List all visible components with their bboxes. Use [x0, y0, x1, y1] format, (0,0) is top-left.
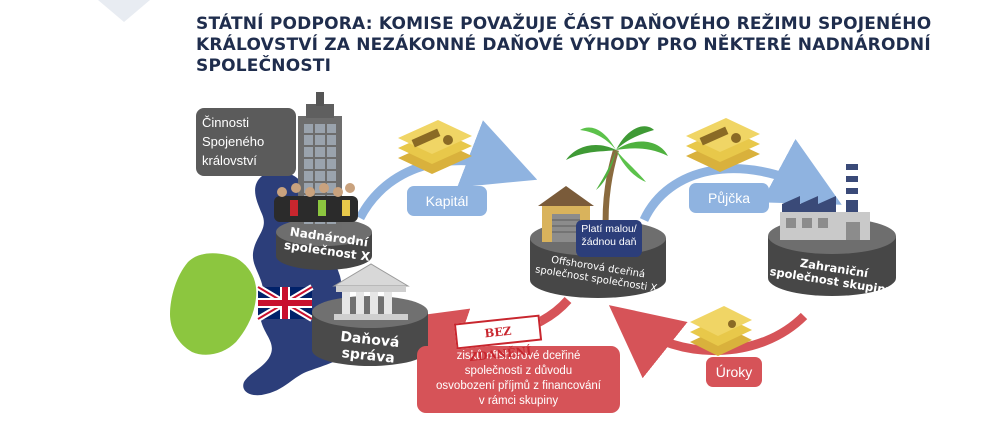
interest-pill: Úroky: [706, 357, 762, 387]
exemption-note-line: zisků offshorové dceřiné: [457, 350, 581, 362]
page-title: STÁTNÍ PODPORA: KOMISE POVAŽUJE ČÁST DAŇ…: [196, 14, 932, 77]
euro-banknote-stack-icon: [690, 306, 752, 356]
euro-banknote-stack-icon: [398, 120, 472, 174]
exemption-note-line: v rámci skupiny: [478, 395, 559, 407]
exemption-note-line: společnosti z důvodu: [464, 365, 573, 377]
loan-pill: Půjčka: [689, 183, 769, 213]
uk-activities-label: Činnosti Spojeného království: [202, 113, 292, 170]
bank-building-icon: [332, 263, 410, 320]
euro-banknote-stack-icon: [686, 118, 760, 172]
exemption-note: zisků offshorové dceřiné společnosti z d…: [417, 346, 620, 413]
uk-activities-line: Spojeného: [202, 134, 265, 149]
capital-pill: Kapitál: [407, 186, 487, 216]
corner-notch: [98, 0, 150, 22]
exemption-note-line: osvobození příjmů z financování: [436, 380, 601, 392]
low-tax-badge-line: žádnou daň: [581, 236, 637, 248]
title-line: STÁTNÍ PODPORA: KOMISE POVAŽUJE ČÁST DAŇ…: [196, 14, 932, 34]
low-tax-badge-line: Platí malou/: [581, 223, 637, 235]
uk-activities-line: Činnosti: [202, 115, 249, 130]
uk-activities-line: království: [202, 153, 257, 168]
loan-flow-arrow: [639, 138, 842, 223]
uk-flag-icon: [256, 284, 314, 322]
uk-activities-box: [196, 108, 296, 176]
title-line: SPOLEČNOSTI: [196, 56, 332, 76]
title-line: KRÁLOVSTVÍ ZA NEZÁKONNÉ DAŇOVÉ VÝHODY PR…: [196, 35, 931, 55]
ireland-map: [170, 253, 257, 355]
factory-icon: [780, 164, 870, 240]
people-group-icon: [274, 183, 358, 222]
low-tax-badge: Platí malou/ žádnou daň: [576, 220, 642, 257]
